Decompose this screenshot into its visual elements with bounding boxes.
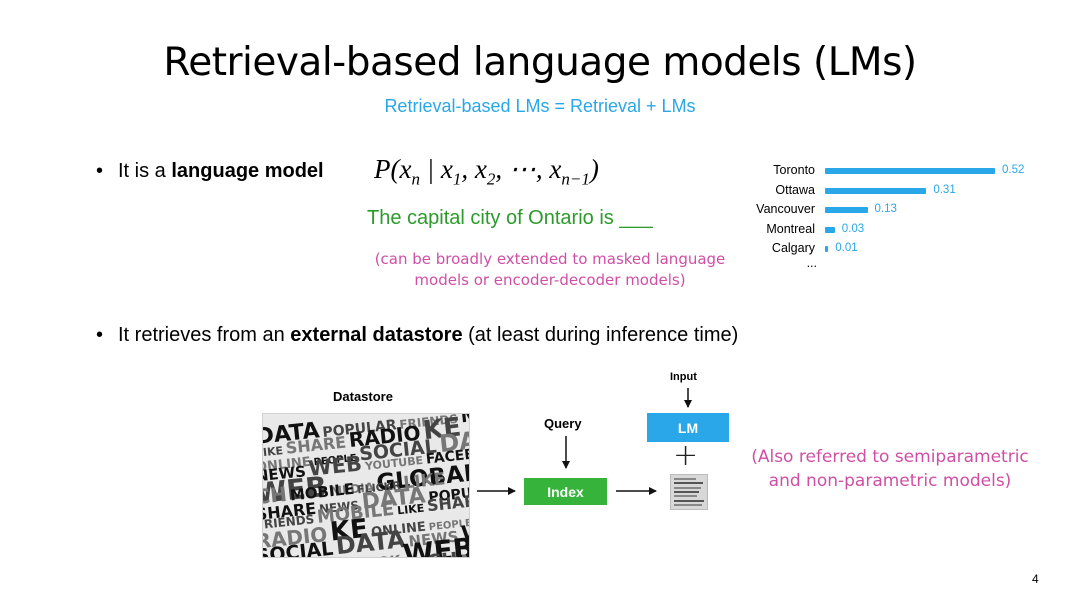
chart-bar	[825, 226, 835, 233]
chart-bar	[825, 246, 829, 252]
bullet1-bold: language model	[171, 160, 324, 182]
formula-dots: , ⋯, x	[495, 154, 562, 184]
chart-category-label: Montreal	[766, 221, 815, 236]
index-box: Index	[524, 478, 607, 505]
formula-bar: | x	[419, 154, 453, 184]
chart-value-label: 0.03	[841, 222, 865, 235]
doc-thumb-line	[674, 490, 699, 493]
chart-category-label: Vancouver	[756, 202, 815, 216]
bullet2-bold: external datastore	[290, 324, 463, 346]
note1-line2: models or encoder-decoder models)	[414, 271, 686, 289]
note-semiparametric: (Also referred to semiparametric and non…	[745, 445, 1035, 493]
doc-thumb-line	[674, 503, 702, 506]
example-sentence: The capital city of Ontario is ___	[367, 207, 653, 229]
formula-sub-1: 1	[452, 169, 462, 189]
slide-title: Retrieval-based language models (LMs)	[163, 40, 917, 85]
chart-category-label: Toronto	[773, 163, 815, 177]
doc-thumb-line	[674, 482, 703, 485]
formula-sub-nm1: n−1	[561, 169, 590, 189]
bullet2-prefix: It retrieves from an	[118, 324, 291, 346]
formula-sub-2: 2	[486, 169, 496, 189]
bullet2-suffix: (at least during inference time)	[462, 324, 739, 346]
datastore-image: DATAPOPULARFRIENDSMOBILELIKESHARERADIOKE…	[262, 413, 470, 558]
page-number: 4	[1032, 572, 1039, 586]
formula-close: )	[589, 154, 599, 184]
chart-value-label: 0.52	[1002, 164, 1025, 176]
input-label: Input	[670, 371, 697, 383]
chart-category-label: Calgary	[771, 241, 815, 255]
chart-value-label: 0.01	[835, 242, 858, 254]
bullet-dot: •	[96, 324, 104, 346]
chart-bar	[825, 168, 995, 174]
doc-thumb-line	[674, 499, 704, 502]
chart-value-label: 0.31	[933, 183, 956, 196]
bullet-external-datastore: • It retrieves from an external datastore…	[96, 324, 738, 347]
chart-bar	[825, 187, 927, 194]
chart-value-label: 0.13	[874, 203, 897, 215]
bullet1-prefix: It is a	[118, 160, 172, 182]
datastore-label: Datastore	[333, 389, 393, 404]
query-label: Query	[544, 416, 582, 431]
formula-comma1: , x	[461, 154, 487, 184]
doc-thumb-line	[674, 478, 696, 480]
doc-thumb-line	[674, 486, 701, 489]
probability-formula: P(xn | x1, x2, ⋯, xn−1)	[374, 154, 599, 189]
lm-box: LM	[647, 413, 729, 442]
formula-p: P(x	[374, 154, 412, 184]
retrieved-document-thumbnail	[670, 474, 708, 510]
note2-line1: (Also referred to semiparametric	[751, 447, 1029, 467]
bullet-language-model: • It is a language model	[96, 160, 324, 183]
chart-bar	[825, 207, 868, 213]
formula-sub-n: n	[411, 169, 420, 189]
doc-thumb-line	[674, 495, 697, 498]
note2-line2: and non-parametric models)	[768, 471, 1012, 491]
note-extension: (can be broadly extended to masked langu…	[360, 249, 740, 291]
bullet-dot: •	[96, 160, 104, 182]
slide-subtitle: Retrieval-based LMs = Retrieval + LMs	[384, 96, 696, 116]
chart-trailing-ellipsis: ...	[806, 255, 817, 270]
plus-sign: +	[673, 438, 699, 473]
chart-category-label: Ottawa	[775, 182, 815, 197]
note1-line1: (can be broadly extended to masked langu…	[374, 250, 726, 268]
